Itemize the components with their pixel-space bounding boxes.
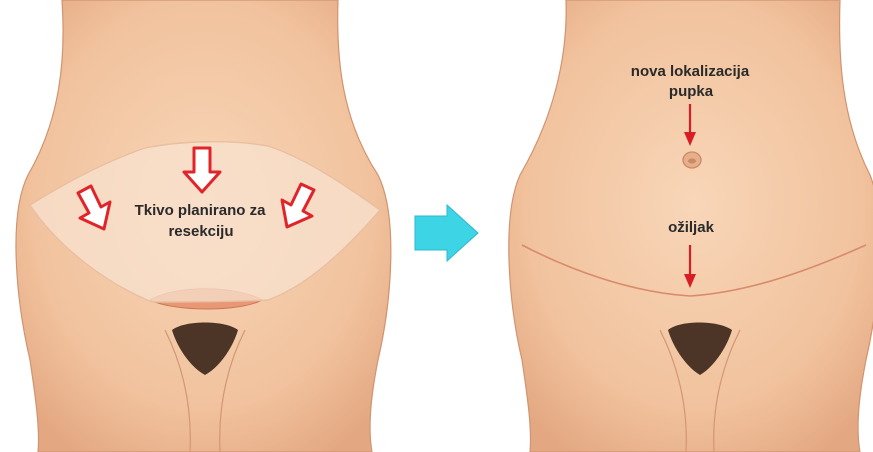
navel-label-line2: pupka [669, 83, 714, 100]
transition-arrow-icon [415, 205, 478, 261]
before-torso: Tkivo planirano za resekciju [16, 0, 391, 452]
scar-label: ožiljak [668, 219, 715, 236]
navel-label-line1: nova lokalizacija [631, 63, 750, 80]
after-torso: nova lokalizacija pupka ožiljak [509, 0, 873, 452]
resection-label-line2: resekciju [168, 223, 233, 240]
navel-center [688, 159, 696, 164]
resection-label-line1: Tkivo planirano za [135, 202, 267, 219]
